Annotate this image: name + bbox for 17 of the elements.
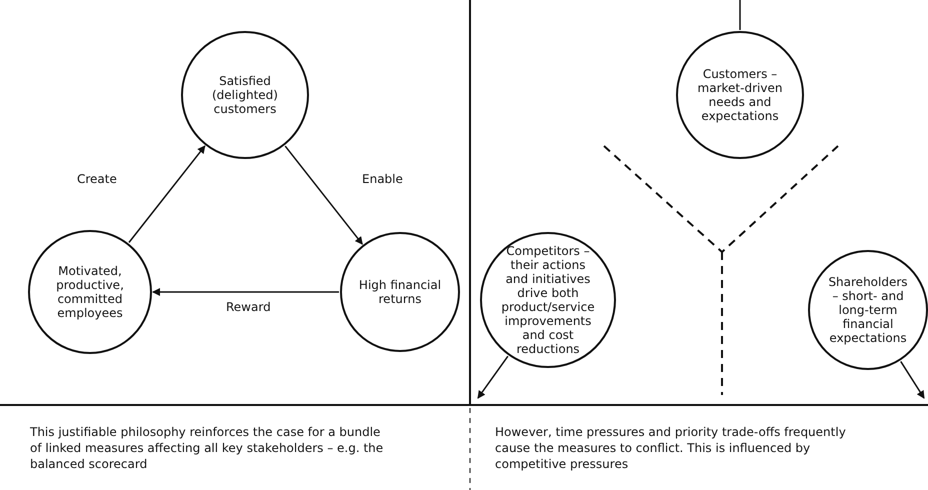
- arrow: [152, 288, 339, 296]
- node-text: High financial returns: [358, 278, 442, 306]
- edge-label: Enable: [360, 172, 405, 186]
- node-text: Satisfied (delighted) customers: [211, 74, 279, 116]
- arrow: [900, 361, 925, 399]
- note-text: This justifiable philosophy reinforces the case for a bundle of linked measures affecting all key stakeholders – e.g. the balanced scorecard: [30, 424, 384, 472]
- node-text: Competitors – their actions and initiatives drive both product/service improvements and cost reductions: [500, 244, 596, 356]
- node-text: Motivated, productive, committed employees: [55, 264, 125, 320]
- arrow: [128, 145, 206, 243]
- edge-label: Create: [75, 172, 119, 186]
- arrow: [477, 356, 508, 399]
- connector-line: [739, 0, 741, 30]
- arrow: [284, 146, 363, 245]
- node-text: Shareholders – short- and long-term financial expectations: [827, 275, 909, 345]
- edge-label: Reward: [224, 300, 273, 314]
- note-text: However, time pressures and priority trade-offs frequently cause the measures to conflict. This is influenced by competitive pressures: [495, 424, 847, 472]
- node-text: Customers – market-driven needs and expectations: [696, 67, 784, 123]
